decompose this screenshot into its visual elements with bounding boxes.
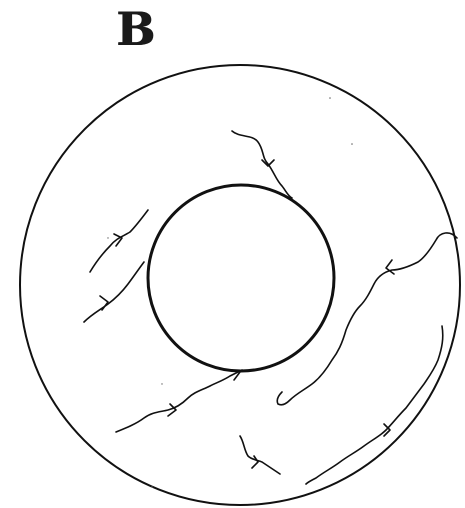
track-bottom-small	[240, 436, 280, 474]
speck	[151, 486, 153, 488]
speck	[107, 237, 108, 238]
arrow-bottom-small	[252, 456, 258, 468]
track-bottom-left	[116, 370, 242, 432]
speck	[329, 97, 331, 99]
track-right-long	[277, 233, 457, 405]
track-left-upper	[90, 210, 148, 272]
inner-circle	[148, 185, 334, 371]
speck	[161, 383, 162, 384]
speck	[351, 143, 353, 145]
outer-circle	[20, 65, 460, 505]
track-left-lower	[84, 262, 144, 322]
